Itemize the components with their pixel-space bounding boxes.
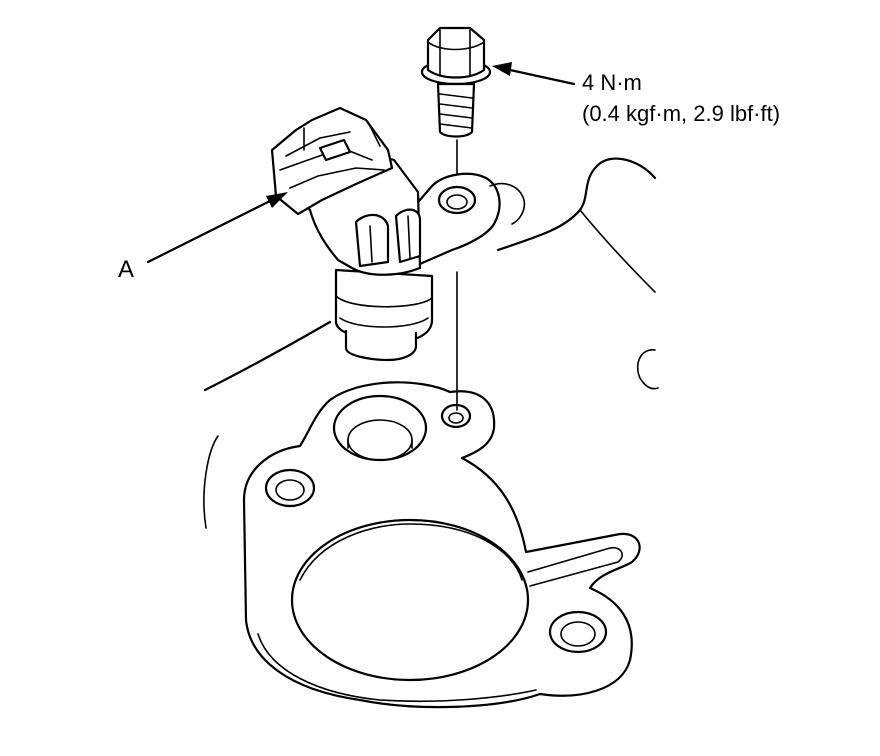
part-label-a: A — [118, 256, 135, 283]
callout-leader-torque — [492, 62, 576, 86]
position-sensor — [270, 106, 526, 362]
flange-bolt — [420, 26, 492, 138]
torque-spec-secondary: (0.4 kgf·m, 2.9 lbf·ft) — [582, 101, 781, 126]
torque-spec-primary: 4 N·m — [582, 70, 642, 95]
mounting-flange — [242, 381, 641, 709]
callout-leader-a — [146, 192, 288, 264]
engine-housing — [203, 157, 659, 529]
